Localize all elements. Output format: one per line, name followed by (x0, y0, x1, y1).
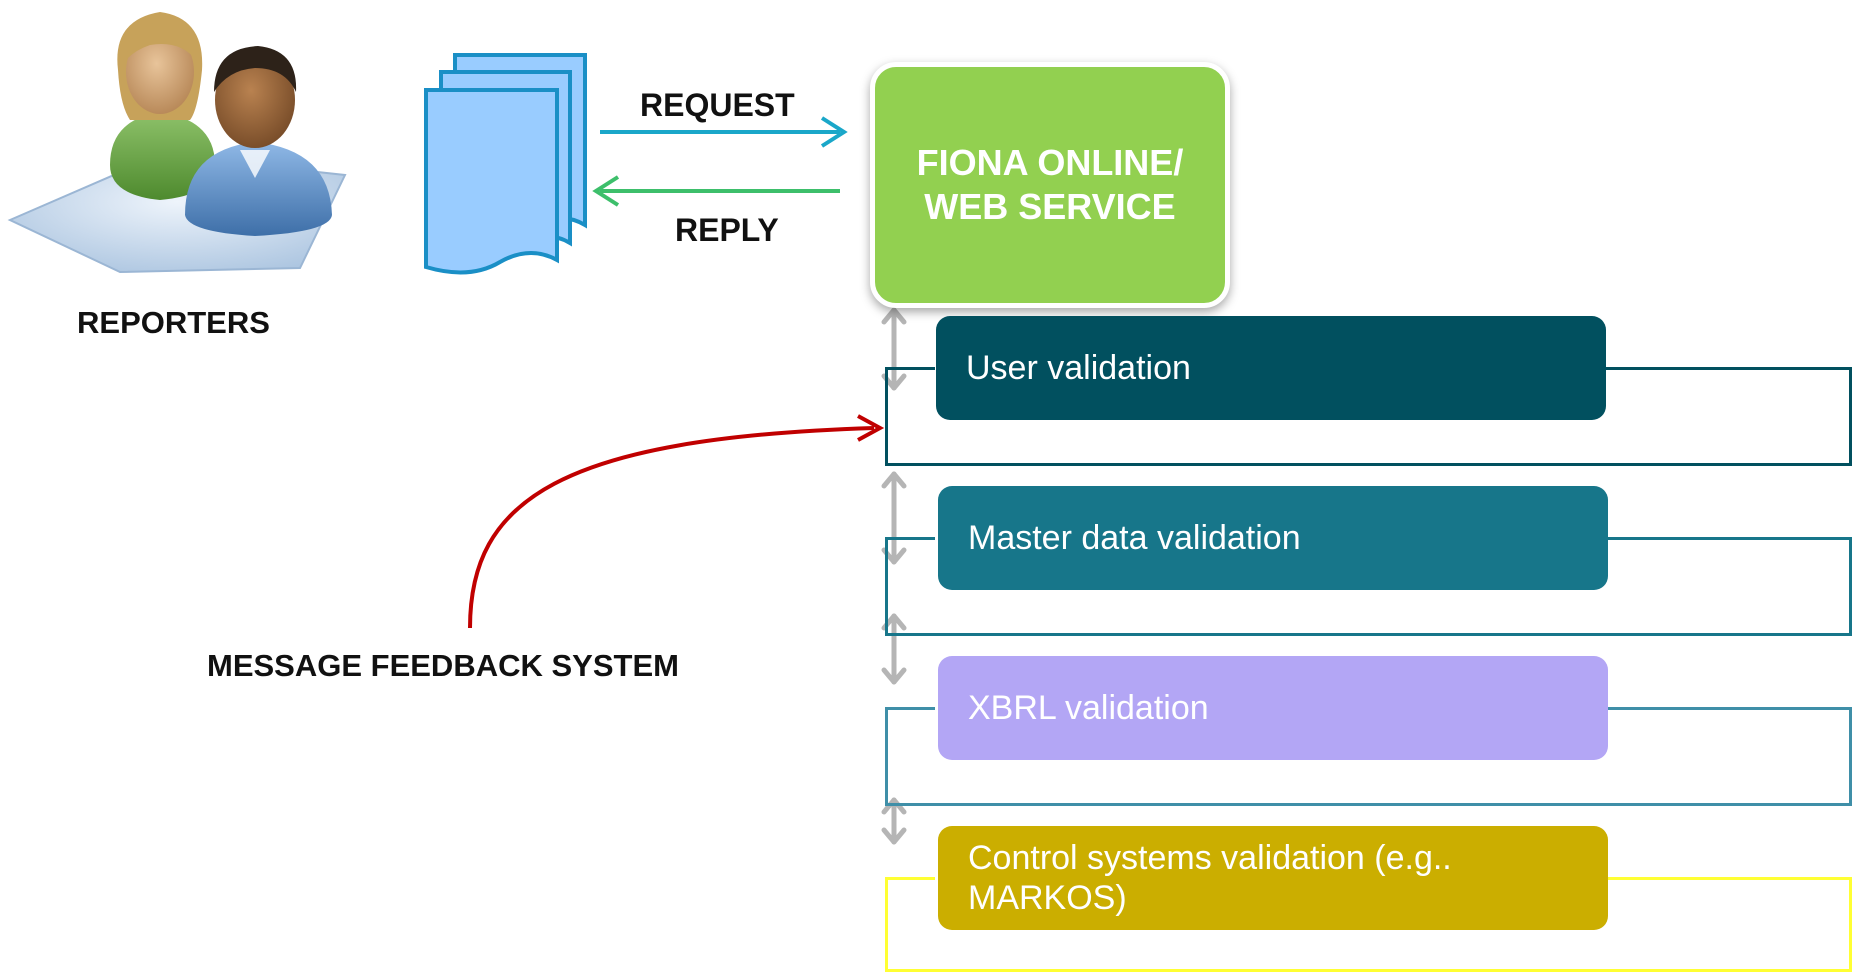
feedback-arrow (468, 414, 885, 629)
frame-user-validation (885, 367, 1852, 466)
reporters-label: REPORTERS (77, 305, 270, 340)
people-icon (7, 12, 347, 274)
frame-user-top-right (1605, 367, 1852, 370)
fiona-web-service-box: FIONA ONLINE/ WEB SERVICE (870, 62, 1230, 308)
frame-master-top-left (885, 537, 935, 540)
xbrl-validation-label: XBRL validation (968, 689, 1209, 727)
fiona-line1: FIONA ONLINE/ (916, 142, 1184, 183)
frame-control-top-right (1605, 877, 1852, 880)
frame-control-validation (885, 877, 1852, 972)
frame-master-top-right (1605, 537, 1852, 540)
frame-user-top-left (885, 367, 935, 370)
master-data-validation-box: Master data validation (938, 486, 1608, 590)
frame-xbrl-top-right (1605, 707, 1852, 710)
fiona-line2: WEB SERVICE (924, 186, 1176, 227)
xbrl-validation-box: XBRL validation (938, 656, 1608, 760)
connector-arrows (881, 307, 907, 845)
reply-arrow (592, 175, 840, 207)
user-validation-label: User validation (966, 349, 1191, 387)
reply-label: REPLY (675, 212, 779, 248)
document-stack-icon (424, 53, 587, 275)
request-label: REQUEST (640, 87, 795, 123)
request-arrow (600, 116, 848, 148)
frame-xbrl-validation (885, 707, 1852, 806)
feedback-label: MESSAGE FEEDBACK SYSTEM (207, 648, 679, 683)
frame-xbrl-top-left (885, 707, 935, 710)
frame-control-top-left (885, 877, 935, 880)
frame-master-validation (885, 537, 1852, 636)
user-validation-box: User validation (936, 316, 1606, 420)
control-systems-validation-box: Control systems validation (e.g.. MARKOS… (938, 826, 1608, 930)
control-systems-validation-label: Control systems validation (e.g.. MARKOS… (968, 839, 1452, 917)
master-data-validation-label: Master data validation (968, 519, 1301, 557)
